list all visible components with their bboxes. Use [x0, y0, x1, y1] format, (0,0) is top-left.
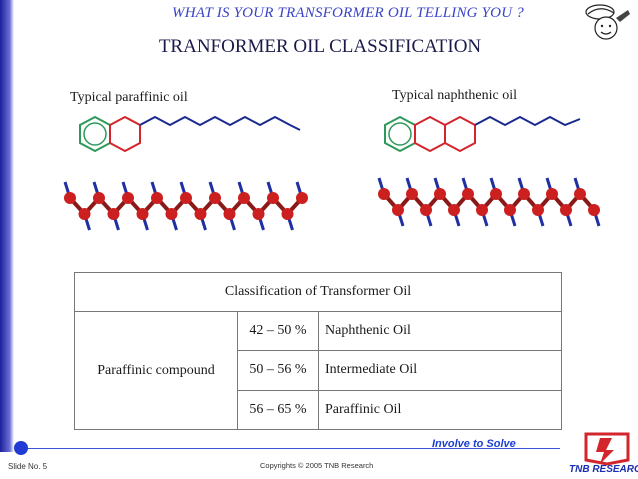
footer-bullet-icon — [14, 441, 28, 455]
naphthenic-label: Typical naphthenic oil — [392, 88, 517, 103]
paraffinic-structure — [79, 115, 301, 153]
paraffinic-label: Typical paraffinic oil — [70, 90, 188, 105]
oil-type-cell: Paraffinic Oil — [318, 389, 562, 431]
tnb-logo-icon — [584, 432, 630, 466]
chef-logo-icon — [585, 4, 630, 40]
parameter-cell: Paraffinic compound — [74, 311, 238, 430]
classification-table: Classification of Transformer Oil Paraff… — [74, 272, 562, 431]
footer-divider — [20, 448, 560, 449]
brand-name: TNB RESEARCH — [569, 464, 638, 475]
oil-type-cell: Intermediate Oil — [318, 350, 562, 391]
naphthenic-structure — [384, 115, 581, 153]
slide-number: Slide No. 5 — [8, 462, 48, 471]
tagline: Involve to Solve — [432, 438, 516, 450]
range-cell: 42 – 50 % — [237, 310, 319, 352]
left-gradient-bar — [0, 0, 14, 452]
naphthenic-ball-stick-model — [377, 177, 601, 227]
range-cell: 56 – 65 % — [237, 389, 319, 431]
table-header: Classification of Transformer Oil — [74, 272, 562, 312]
copyright: Copyrights © 2005 TNB Research — [260, 461, 374, 470]
page-title: TRANFORMER OIL CLASSIFICATION — [158, 36, 482, 57]
oil-type-cell: Naphthenic Oil — [318, 310, 562, 352]
header-title: WHAT IS YOUR TRANSFORMER OIL TELLING YOU… — [172, 5, 524, 21]
range-cell: 50 – 56 % — [237, 350, 319, 391]
paraffinic-ball-stick-model — [63, 181, 308, 231]
